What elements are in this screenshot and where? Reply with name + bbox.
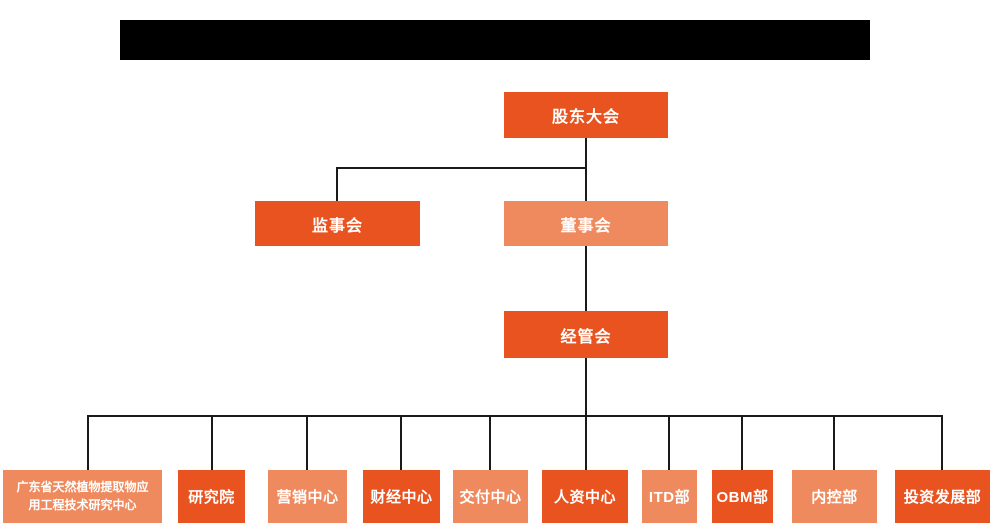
org-node-label: 股东大会 [551, 109, 620, 126]
org-node-hr-center: 人资中心 [542, 470, 628, 523]
connector-level2-rail [336, 167, 587, 169]
connector-drop-gd-research-center [87, 415, 89, 470]
org-node-label: 营销中心 [276, 489, 339, 506]
org-node-management-committee: 经管会 [504, 311, 668, 358]
org-node-label: 投资发展部 [903, 489, 982, 506]
org-node-shareholders-meeting: 股东大会 [504, 92, 668, 138]
org-node-investment-dev-dept: 投资发展部 [895, 470, 990, 523]
connector-supervisors-drop [336, 167, 338, 201]
org-node-supervisory-board: 监事会 [255, 201, 420, 246]
org-node-label: 内控部 [811, 489, 858, 506]
org-node-label-line1: 广东省天然植物提取物应 [16, 480, 149, 495]
org-node-label: 人资中心 [553, 489, 616, 506]
org-node-delivery-center: 交付中心 [453, 470, 528, 523]
connector-drop-internal-control-dept [833, 415, 835, 470]
org-node-itd-dept: ITD部 [642, 470, 697, 523]
org-node-label: 研究院 [188, 489, 235, 506]
connector-drop-finance-center [400, 415, 402, 470]
org-node-obm-dept: OBM部 [712, 470, 773, 523]
org-node-label: 董事会 [560, 217, 612, 235]
org-node-finance-center: 财经中心 [363, 470, 440, 523]
connector-drop-delivery-center [489, 415, 491, 470]
connector-drop-marketing-center [306, 415, 308, 470]
connector-drop-itd-dept [668, 415, 670, 470]
org-node-label: 交付中心 [459, 489, 522, 506]
org-node-label: OBM部 [716, 489, 769, 506]
org-node-label: ITD部 [648, 489, 691, 506]
org-node-board-of-directors: 董事会 [504, 201, 668, 246]
org-node-research-institute: 研究院 [178, 470, 245, 523]
connector-shareholders-stem [585, 138, 587, 201]
org-node-label: 经管会 [560, 328, 612, 346]
org-node-label-line2: 用工程技术研究中心 [28, 497, 137, 512]
connector-management-stem [585, 358, 587, 417]
connector-directors-management [585, 246, 587, 311]
connector-drop-research-institute [211, 415, 213, 470]
connector-drop-obm-dept [741, 415, 743, 470]
org-node-marketing-center: 营销中心 [268, 470, 347, 523]
org-node-label: 广东省天然植物提取物应 用工程技术研究中心 [16, 479, 148, 514]
org-node-label: 监事会 [311, 217, 363, 235]
connector-drop-hr-center [585, 415, 587, 470]
connector-level4-rail [87, 415, 943, 417]
org-node-internal-control-dept: 内控部 [792, 470, 877, 523]
org-node-label: 财经中心 [370, 489, 433, 506]
redacted-title-bar [120, 20, 870, 60]
org-node-gd-research-center: 广东省天然植物提取物应 用工程技术研究中心 [3, 470, 162, 523]
connector-drop-investment-dev-dept [941, 415, 943, 470]
